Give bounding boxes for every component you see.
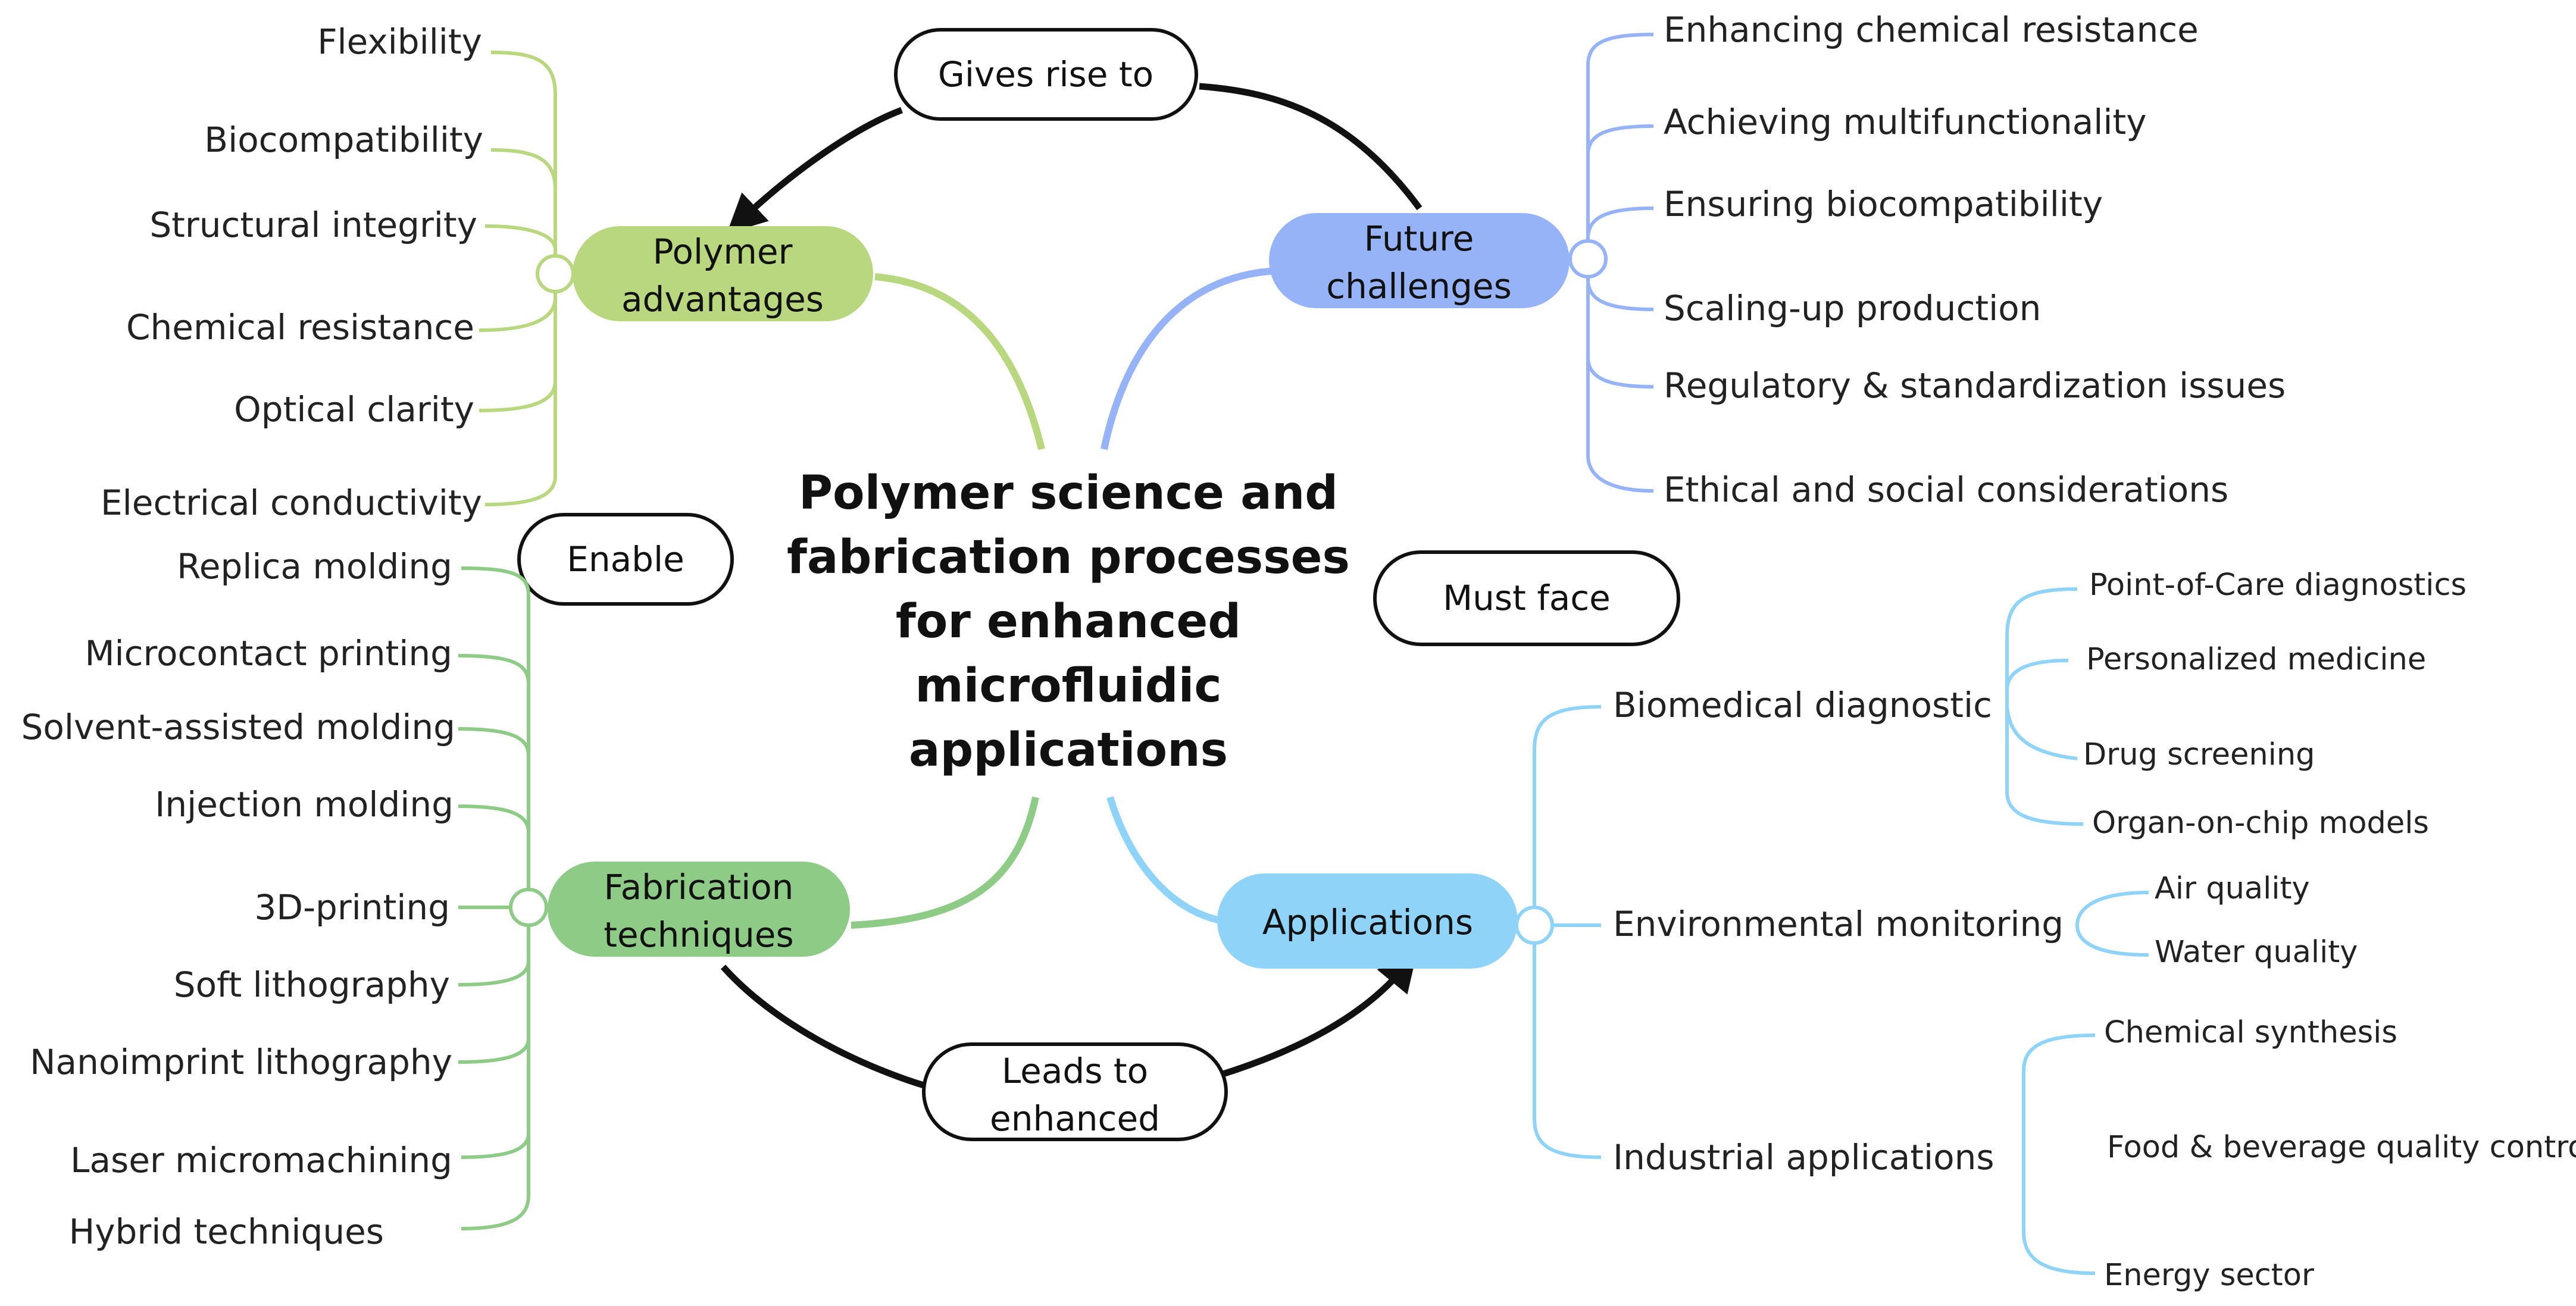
arrow-leads-to-left bbox=[720, 964, 927, 1089]
node-label: techniques bbox=[604, 914, 793, 955]
connector-center-future bbox=[1101, 267, 1277, 450]
group-biomedical-diagnostic: Biomedical diagnostic bbox=[1613, 685, 1992, 725]
central-topic-line: Polymer science and bbox=[799, 466, 1338, 520]
relation-label: Must face bbox=[1443, 578, 1611, 618]
relation-gives-rise-to: Gives rise to bbox=[894, 28, 1198, 121]
arrow-gives-rise-to-right bbox=[1199, 83, 1423, 211]
leaf-nanoimprint-lithography: Nanoimprint lithography bbox=[30, 1042, 452, 1082]
leaf-flexibility: Flexibility bbox=[317, 21, 482, 62]
leaf-scaling-up-production: Scaling-up production bbox=[1664, 288, 2041, 328]
node-applications: Applications bbox=[1217, 873, 1554, 969]
relation-label: enhanced bbox=[990, 1098, 1160, 1139]
central-topic-line: for enhanced bbox=[896, 595, 1241, 649]
branch-applications bbox=[1533, 587, 2149, 1275]
leaf-electrical-conductivity: Electrical conductivity bbox=[101, 483, 482, 523]
leaf-soft-lithography: Soft lithography bbox=[174, 964, 450, 1005]
node-label: Future bbox=[1364, 218, 1474, 259]
leaves-future-challenges: Enhancing chemical resistance Achieving … bbox=[1664, 10, 2286, 510]
leaf-3d-printing: 3D-printing bbox=[255, 887, 450, 928]
leaf-replica-molding: Replica molding bbox=[177, 546, 452, 587]
leaf-point-of-care: Point-of-Care diagnostics bbox=[2089, 568, 2466, 603]
central-topic-line: fabrication processes bbox=[787, 531, 1350, 584]
collapse-toggle[interactable] bbox=[536, 254, 575, 293]
leaf-ethical-social: Ethical and social considerations bbox=[1664, 469, 2228, 510]
relation-label: Enable bbox=[567, 539, 684, 580]
node-label: advantages bbox=[621, 279, 824, 320]
leaf-organ-on-chip: Organ-on-chip models bbox=[2092, 806, 2429, 841]
arrow-leads-to-right bbox=[1222, 951, 1417, 1078]
leaf-structural-integrity: Structural integrity bbox=[149, 205, 477, 245]
leaf-water-quality: Water quality bbox=[2155, 935, 2358, 970]
leaf-personalized-medicine: Personalized medicine bbox=[2086, 642, 2426, 677]
group-industrial-applications: Industrial applications bbox=[1613, 1137, 1994, 1177]
leaves-fabrication-techniques: Replica molding Microcontact printing So… bbox=[21, 546, 455, 1252]
leaf-solvent-assisted-molding: Solvent-assisted molding bbox=[21, 707, 455, 747]
node-label: Polymer bbox=[653, 231, 793, 272]
leaf-chemical-resistance: Chemical resistance bbox=[126, 307, 474, 347]
collapse-toggle[interactable] bbox=[1568, 239, 1608, 278]
leaf-biocompatibility: Biocompatibility bbox=[204, 120, 483, 160]
leaf-hybrid-techniques: Hybrid techniques bbox=[69, 1211, 384, 1252]
relation-leads-to-enhanced: Leads to enhanced bbox=[922, 1042, 1228, 1141]
leaf-enhancing-chemical-resistance: Enhancing chemical resistance bbox=[1664, 10, 2199, 50]
group-environmental-monitoring: Environmental monitoring bbox=[1613, 904, 2064, 944]
leaf-energy-sector: Energy sector bbox=[2104, 1258, 2314, 1293]
leaf-achieving-multifunctionality: Achieving multifunctionality bbox=[1664, 102, 2147, 142]
node-label: challenges bbox=[1326, 266, 1512, 306]
node-label: Applications bbox=[1262, 902, 1473, 942]
leaf-microcontact-printing: Microcontact printing bbox=[85, 633, 452, 674]
central-topic: Polymer science and fabrication processe… bbox=[787, 466, 1350, 777]
application-groups: Biomedical diagnostic Environmental moni… bbox=[1613, 568, 2576, 1293]
relation-enable: Enable bbox=[517, 513, 734, 606]
leaf-optical-clarity: Optical clarity bbox=[234, 389, 474, 430]
node-polymer-advantages: Polymer advantages bbox=[536, 226, 873, 321]
node-fabrication-techniques: Fabrication techniques bbox=[509, 862, 850, 957]
leaf-drug-screening: Drug screening bbox=[2083, 737, 2315, 772]
leaf-regulatory-standardization: Regulatory & standardization issues bbox=[1664, 365, 2286, 406]
connector-center-polymer bbox=[874, 273, 1045, 450]
relation-must-face: Must face bbox=[1373, 550, 1680, 646]
relation-label: Leads to bbox=[1002, 1051, 1148, 1091]
node-label: Fabrication bbox=[604, 867, 794, 907]
connector-center-fabrication bbox=[851, 796, 1039, 929]
leaf-food-beverage: Food & beverage quality control bbox=[2107, 1130, 2576, 1165]
central-topic-line: applications bbox=[909, 724, 1228, 777]
central-topic-line: microfluidic bbox=[915, 659, 1221, 713]
node-future-challenges: Future challenges bbox=[1269, 213, 1608, 308]
connector-center-applications bbox=[1106, 796, 1224, 925]
arrow-gives-rise-to-left bbox=[726, 107, 903, 234]
leaf-air-quality: Air quality bbox=[2155, 871, 2310, 906]
leaf-chemical-synthesis: Chemical synthesis bbox=[2104, 1015, 2397, 1050]
leaf-ensuring-biocompatibility: Ensuring biocompatibility bbox=[1664, 184, 2103, 224]
leaf-injection-molding: Injection molding bbox=[155, 784, 454, 825]
leaf-laser-micromachining: Laser micromachining bbox=[70, 1140, 452, 1180]
relation-label: Gives rise to bbox=[938, 54, 1153, 95]
leaves-polymer-advantages: Flexibility Biocompatibility Structural … bbox=[101, 21, 483, 523]
collapse-toggle[interactable] bbox=[509, 888, 548, 927]
collapse-toggle[interactable] bbox=[1515, 906, 1554, 945]
